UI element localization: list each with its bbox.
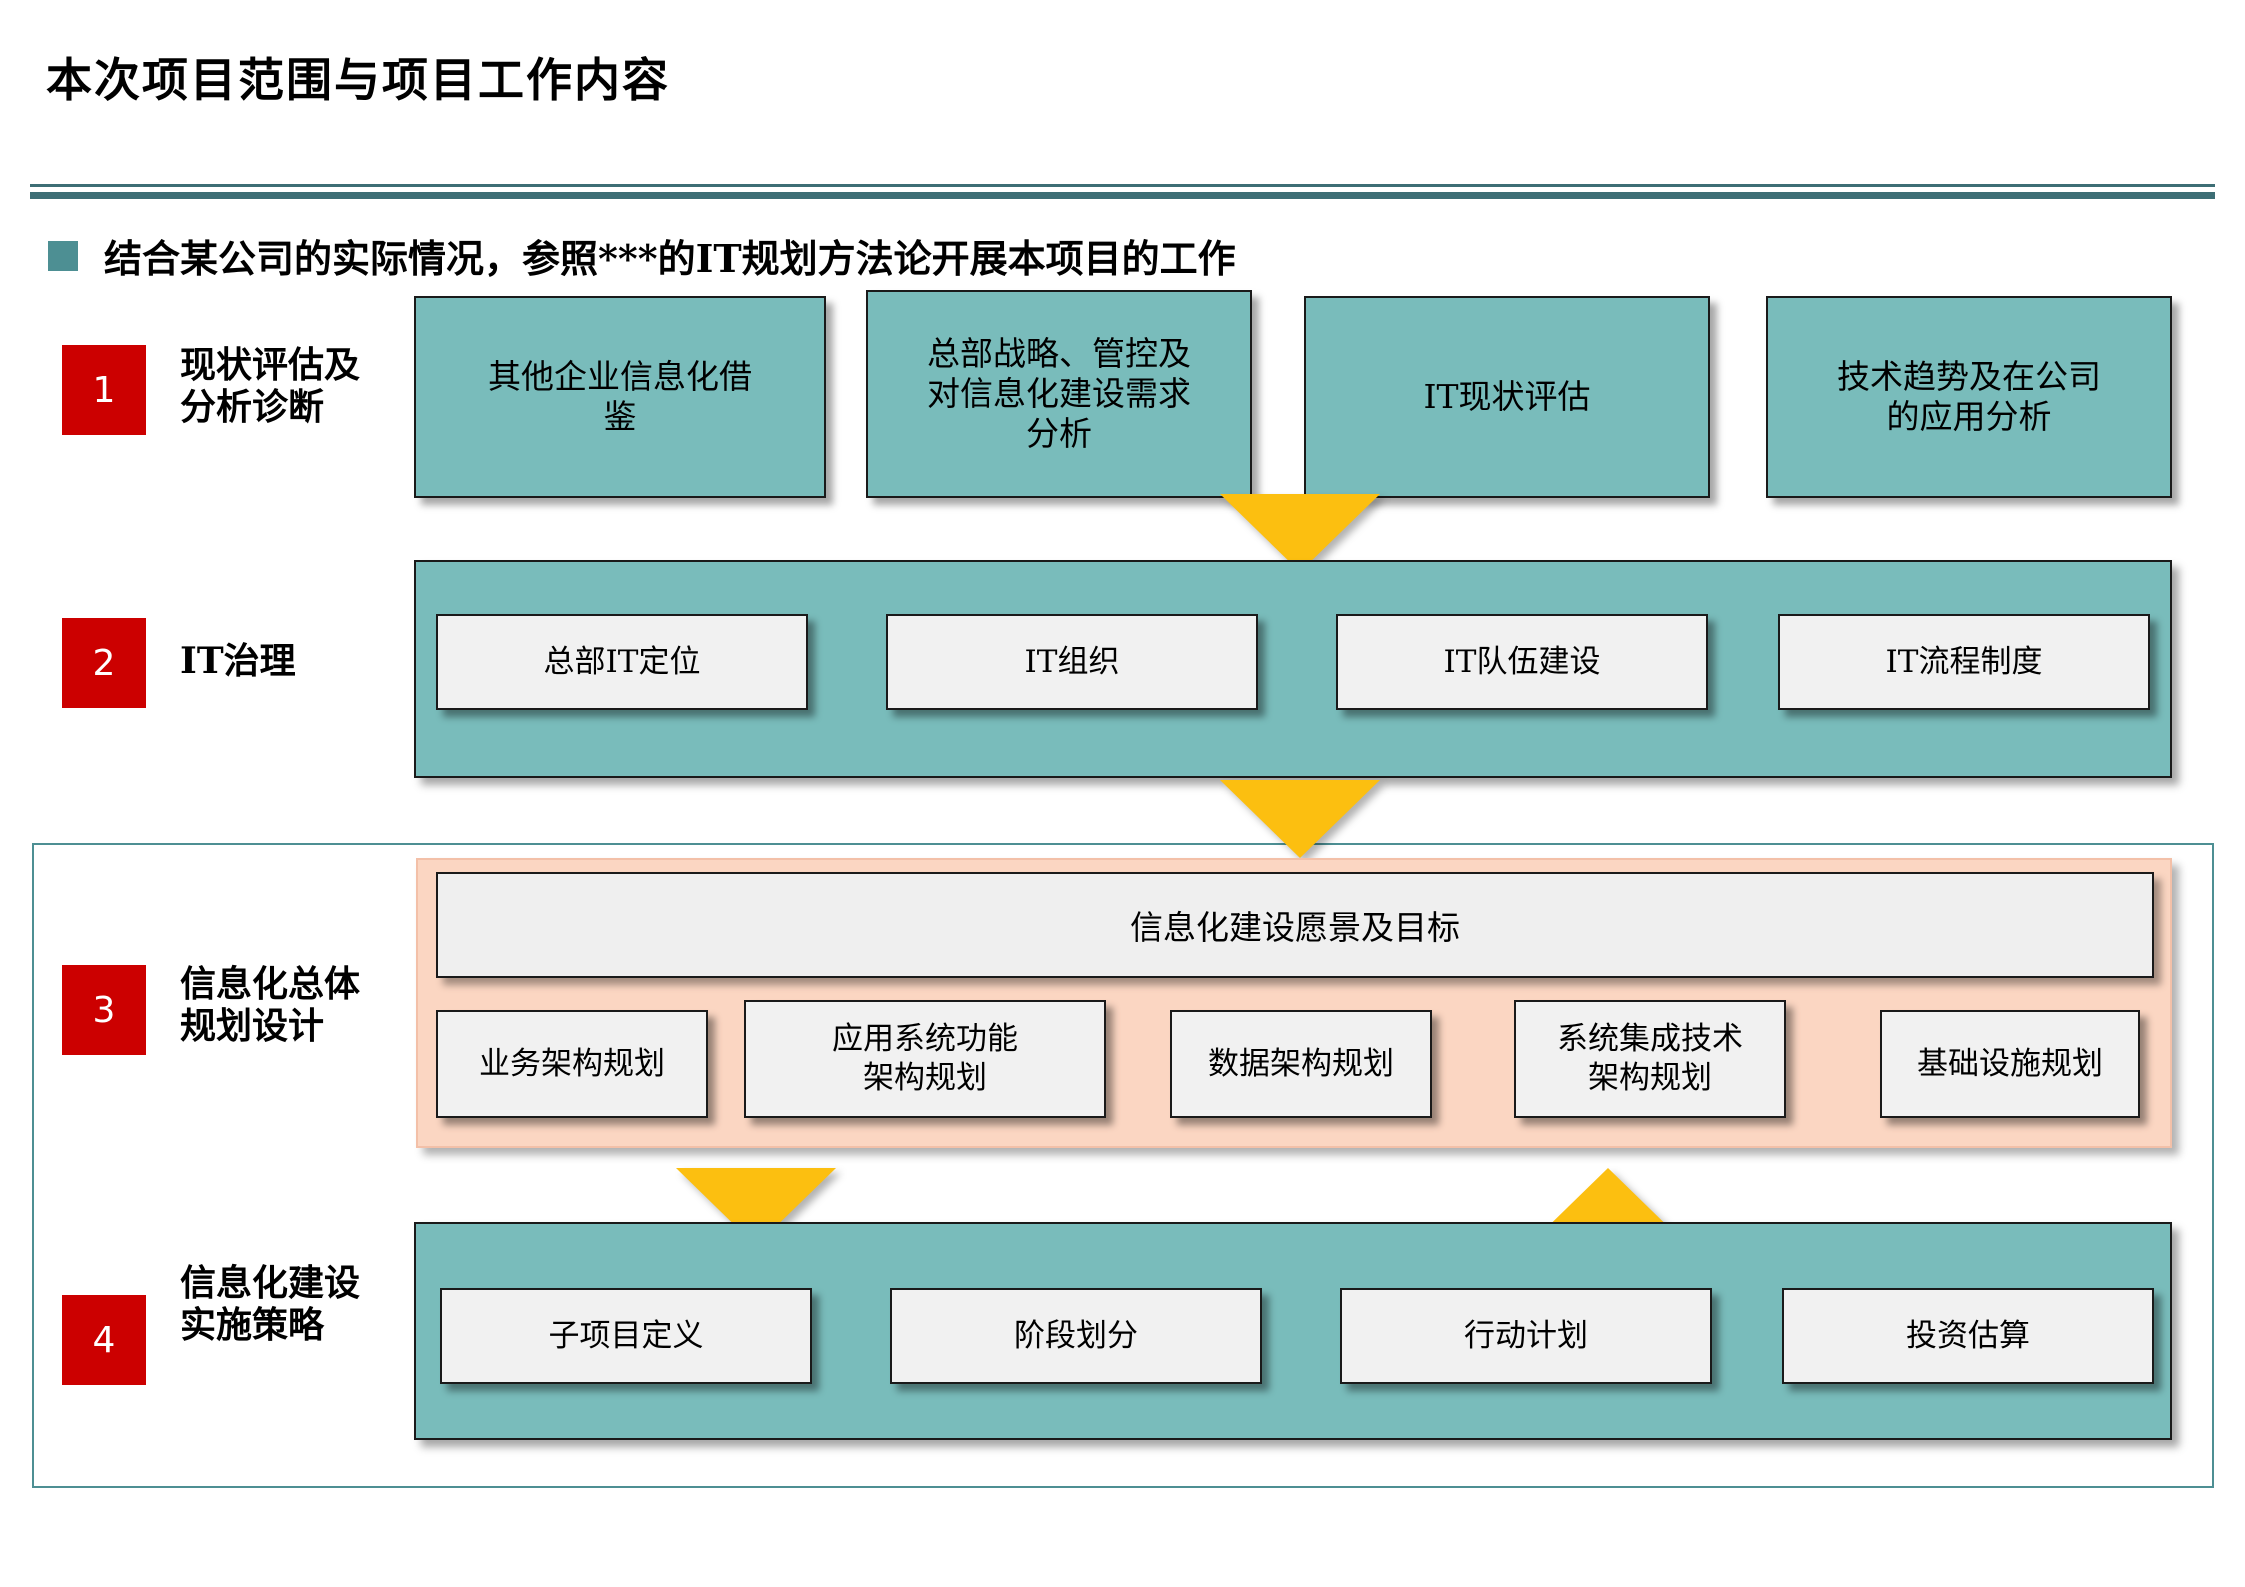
- row-1-box-3[interactable]: IT现状评估: [1304, 296, 1710, 498]
- row-3-number-badge: 3: [62, 965, 146, 1055]
- row-1-box-4[interactable]: 技术趋势及在公司 的应用分析: [1766, 296, 2172, 498]
- subtitle-text: 结合某公司的实际情况，参照***的IT规划方法论开展本项目的工作: [104, 236, 1236, 281]
- row-4-box-2[interactable]: 阶段划分: [890, 1288, 1262, 1384]
- row-3-box-1[interactable]: 业务架构规划: [436, 1010, 708, 1118]
- page-title: 本次项目范围与项目工作内容: [46, 53, 670, 107]
- row-4-box-1[interactable]: 子项目定义: [440, 1288, 812, 1384]
- row-1-box-2[interactable]: 总部战略、管控及 对信息化建设需求 分析: [866, 290, 1252, 498]
- row-1-box-1[interactable]: 其他企业信息化借 鉴: [414, 296, 826, 498]
- row-4-box-4[interactable]: 投资估算: [1782, 1288, 2154, 1384]
- row-3-box-5[interactable]: 基础设施规划: [1880, 1010, 2140, 1118]
- row-3-vision-box[interactable]: 信息化建设愿景及目标: [436, 872, 2154, 978]
- row-4-label: 信息化建设 实施策略: [180, 1262, 361, 1347]
- row-3-label: 信息化总体 规划设计: [180, 963, 361, 1048]
- header-divider-thin: [30, 184, 2215, 187]
- row-1-number-badge: 1: [62, 345, 146, 435]
- row-3-box-4[interactable]: 系统集成技术 架构规划: [1514, 1000, 1786, 1118]
- section-3-4-frame: [32, 843, 2214, 1488]
- row-2-label: IT治理: [180, 640, 296, 682]
- row-4-number-badge: 4: [62, 1295, 146, 1385]
- row-1-label: 现状评估及 分析诊断: [180, 344, 361, 429]
- arrow-row2-to-row3: [1220, 780, 1380, 858]
- row-2-box-2[interactable]: IT组织: [886, 614, 1258, 710]
- header-divider-thick: [30, 192, 2215, 199]
- square-bullet-icon: [48, 240, 78, 271]
- row-2-box-1[interactable]: 总部IT定位: [436, 614, 808, 710]
- row-3-box-3[interactable]: 数据架构规划: [1170, 1010, 1432, 1118]
- row-2-box-4[interactable]: IT流程制度: [1778, 614, 2150, 710]
- row-2-number-badge: 2: [62, 618, 146, 708]
- arrow-row1-to-row2: [1220, 494, 1380, 572]
- subtitle-bullet-row: 结合某公司的实际情况，参照***的IT规划方法论开展本项目的工作: [48, 228, 1236, 283]
- row-3-box-2[interactable]: 应用系统功能 架构规划: [744, 1000, 1106, 1118]
- row-4-box-3[interactable]: 行动计划: [1340, 1288, 1712, 1384]
- row-2-box-3[interactable]: IT队伍建设: [1336, 614, 1708, 710]
